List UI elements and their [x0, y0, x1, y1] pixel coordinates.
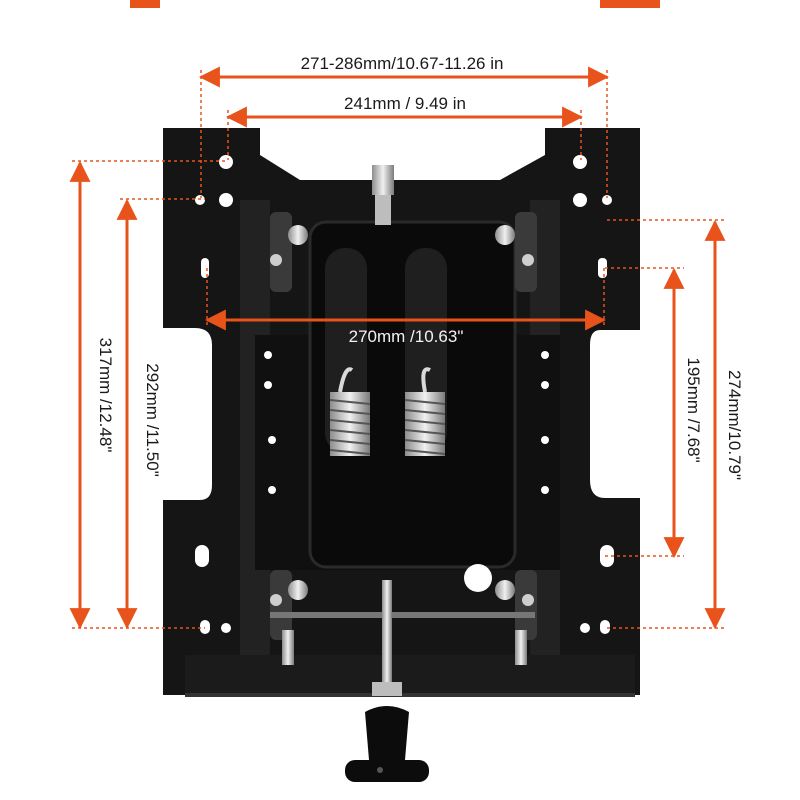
dim-top-inner-label: 241mm / 9.49 in	[344, 94, 466, 113]
bolt-icon	[270, 165, 537, 665]
title-fragment	[130, 0, 660, 8]
dim-middle-label: 270mm /10.63"	[349, 327, 464, 346]
dim-right-inner-label: 195mm /7.68"	[684, 357, 703, 462]
spring-icon	[329, 367, 446, 456]
frame-holes	[195, 155, 614, 634]
dimension-lines	[69, 66, 726, 630]
knob-icon	[345, 580, 429, 782]
dim-right-outer-label: 274mm/10.79"	[725, 370, 744, 480]
dim-left-outer-label: 317mm /12.48"	[96, 338, 115, 453]
dim-left-inner-label: 292mm /11.50"	[143, 363, 162, 476]
dim-top-outer-label: 271-286mm/10.67-11.26 in	[301, 54, 504, 73]
